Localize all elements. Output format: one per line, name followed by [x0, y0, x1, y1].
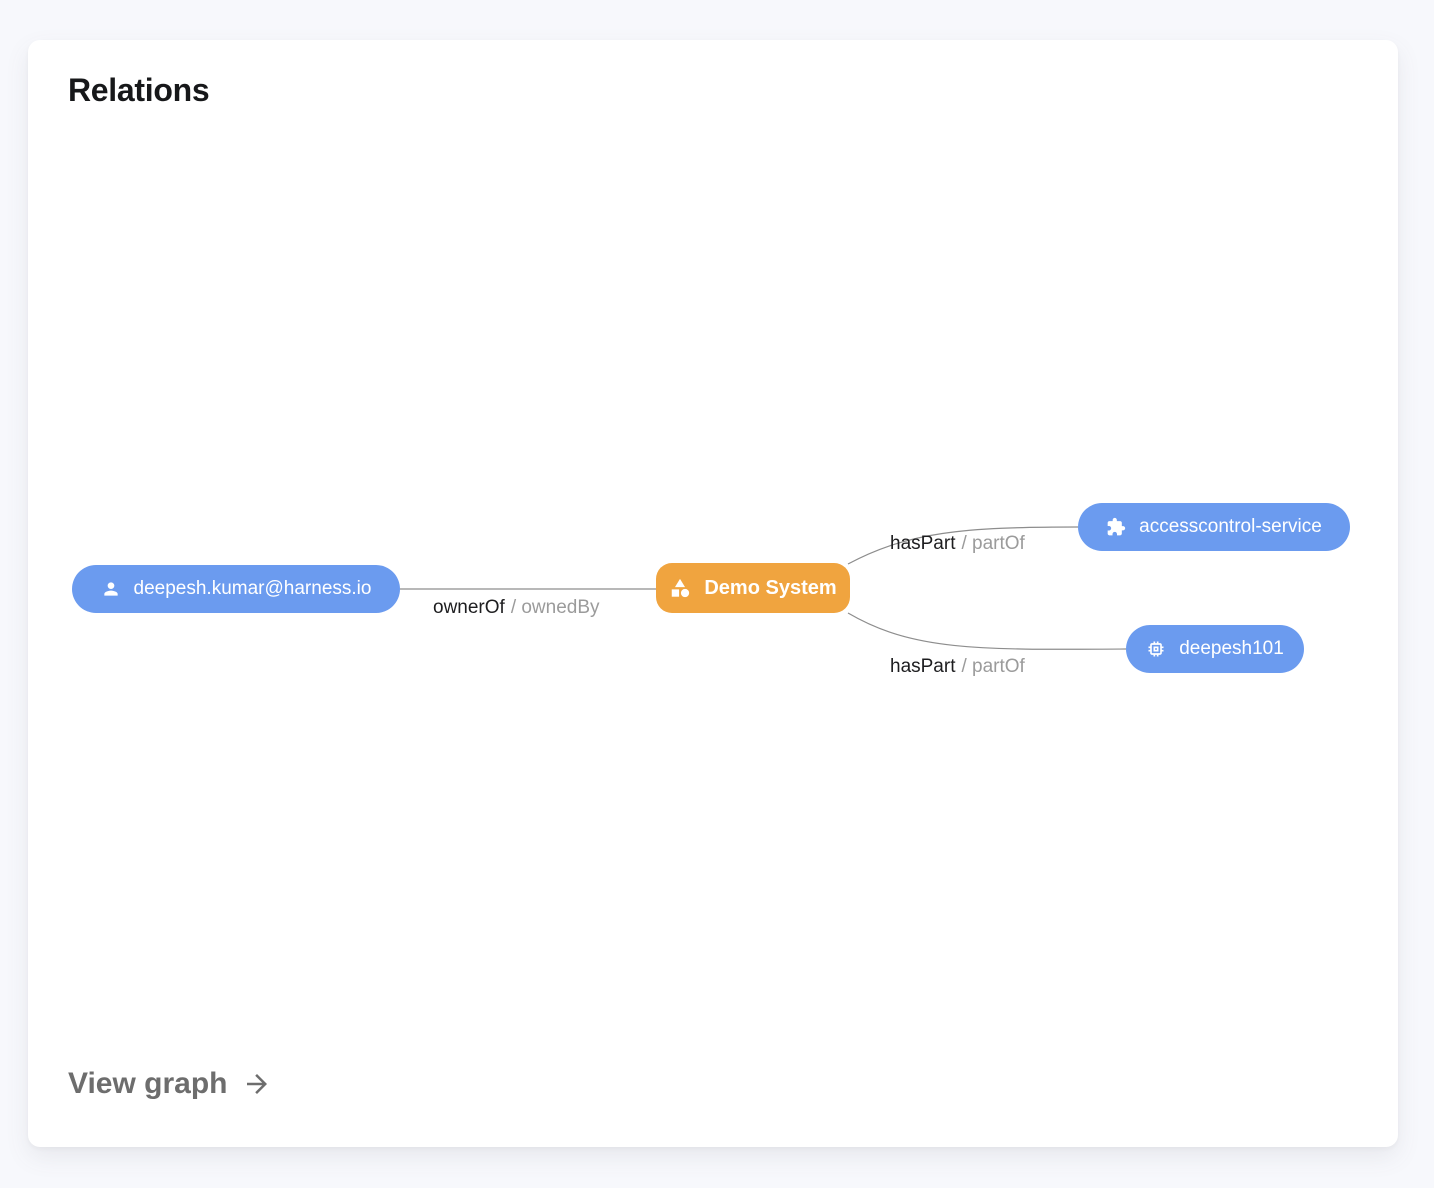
node-deepesh101[interactable]: deepesh101: [1126, 625, 1304, 673]
edge-label-secondary: / ownedBy: [510, 597, 600, 618]
edge-label-primary: ownerOf: [433, 597, 505, 618]
node-label: Demo System: [704, 576, 837, 599]
edge-label-haspart-bottom: hasPart / partOf: [890, 655, 1025, 678]
edge-label-secondary: / partOf: [961, 656, 1025, 677]
view-graph-link[interactable]: View graph: [68, 1066, 272, 1102]
edge-line-haspart-top: [847, 526, 1079, 565]
category-icon: [669, 577, 691, 599]
view-graph-label: View graph: [68, 1067, 228, 1100]
edge-line-haspart-bottom: [847, 612, 1127, 650]
edge-label-ownerof: ownerOf / ownedBy: [433, 596, 600, 619]
node-user[interactable]: deepesh.kumar@harness.io: [72, 565, 400, 613]
node-label: accesscontrol-service: [1139, 516, 1322, 537]
edge-label-primary: hasPart: [890, 533, 956, 554]
memory-chip-icon: [1146, 639, 1166, 659]
extension-icon: [1106, 517, 1126, 537]
person-icon: [101, 579, 121, 599]
edge-label-haspart-top: hasPart / partOf: [890, 532, 1025, 555]
node-demo-system[interactable]: Demo System: [656, 563, 850, 613]
node-accesscontrol-service[interactable]: accesscontrol-service: [1078, 503, 1350, 551]
edge-label-secondary: / partOf: [961, 533, 1025, 554]
edge-label-primary: hasPart: [890, 656, 956, 677]
arrow-right-icon: [246, 1074, 267, 1094]
graph-edges: [400, 526, 1127, 650]
node-label: deepesh101: [1179, 638, 1284, 659]
node-label: deepesh.kumar@harness.io: [133, 578, 372, 599]
relations-card: Relations ownerOf / ownedBy hasPart / pa…: [28, 40, 1398, 1147]
card-title: Relations: [68, 72, 210, 108]
relations-graph: ownerOf / ownedBy hasPart / partOf hasPa…: [28, 40, 1398, 1147]
